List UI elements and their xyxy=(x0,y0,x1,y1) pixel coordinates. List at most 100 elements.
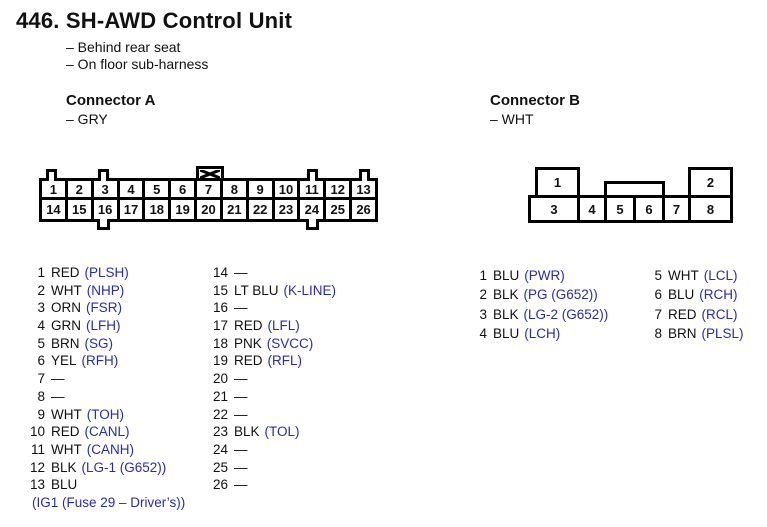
pin-signal-code: (SG) xyxy=(84,335,114,351)
note-line: – On floor sub-harness xyxy=(66,56,209,72)
pin-number: 13 xyxy=(29,477,45,493)
pin-number: 1 xyxy=(37,265,45,280)
x-key-icon xyxy=(200,169,220,178)
pin-cell: 15 xyxy=(68,200,94,219)
pin-number: 21 xyxy=(212,388,228,404)
pin-number: 23 xyxy=(212,424,228,440)
pin-cell: 22 xyxy=(249,200,275,219)
connector-a-color-note: – GRY xyxy=(66,111,108,127)
pin-cell: 1 xyxy=(535,167,580,198)
polarity-key-icon xyxy=(196,166,224,181)
pin-cell: 9 xyxy=(248,181,275,200)
pin-wire-color: LT BLU xyxy=(234,282,279,298)
page-title: 446. SH-AWD Control Unit xyxy=(16,8,293,33)
pin-signal-code: (RCH) xyxy=(699,287,738,303)
pin-cell: 8 xyxy=(222,181,249,200)
pin-row: 14 — xyxy=(207,264,336,282)
pin-wire-color: — xyxy=(51,371,65,387)
mount-tab xyxy=(359,169,370,181)
pin-row: 20— xyxy=(207,370,336,388)
pin-wire-color: YEL xyxy=(51,353,77,369)
pin-row: 16— xyxy=(207,299,336,317)
pin-cell: 4 xyxy=(119,181,146,200)
pin-wire-color: BLK xyxy=(234,424,260,440)
pin-row: 21— xyxy=(207,388,336,406)
connector-b-color-note: – WHT xyxy=(490,111,534,127)
pin-wire-color: — xyxy=(234,265,248,280)
mount-tab-bottom xyxy=(306,219,319,230)
pin-wire-color: RED xyxy=(51,424,80,440)
pin-number: 16 xyxy=(212,300,228,316)
pin-cell: 4 xyxy=(577,195,607,223)
pin-cell: 8 xyxy=(688,195,733,223)
pin-cell: 19 xyxy=(171,200,198,219)
pin-cell: 24 xyxy=(300,200,327,219)
pin-wire-color: WHT xyxy=(51,406,82,422)
pin-signal-code: (RCL) xyxy=(701,306,738,322)
pin-wire-color: PNK xyxy=(234,335,262,351)
pin-number: 3 xyxy=(479,306,487,322)
pin-number: 2 xyxy=(479,287,487,303)
pin-row: 9 WHT(TOH) xyxy=(24,406,185,424)
pin-signal-code: (LG-1 (G652)) xyxy=(81,459,167,475)
pin-cell: 20 xyxy=(197,200,223,219)
pin-signal-code: (TOH) xyxy=(86,406,124,422)
pin-signal-code: (LFL) xyxy=(267,318,300,334)
pin-cell: 2 xyxy=(688,167,733,198)
pin-wire-color: — xyxy=(234,441,248,457)
pin-number: 3 xyxy=(37,300,45,316)
pin-wire-color: BLK xyxy=(493,287,519,303)
pin-number: 5 xyxy=(654,268,662,283)
pin-signal-code: (CANH) xyxy=(86,441,134,457)
pin-wire-color: GRN xyxy=(51,318,81,334)
mount-tab xyxy=(46,169,57,181)
pin-signal-code: (SVCC) xyxy=(266,335,314,351)
pin-row: (IG1 (Fuse 29 – Driver’s)) xyxy=(24,494,185,512)
pin-number: 15 xyxy=(212,282,228,298)
pin-signal-code: (IG1 (Fuse 29 – Driver’s)) xyxy=(32,494,186,510)
pin-cell: 13 xyxy=(352,181,375,200)
pin-signal-code: (LG-2 (G652)) xyxy=(523,306,609,322)
pin-cell: 7 xyxy=(662,195,691,223)
pin-cell: 3 xyxy=(528,195,580,223)
pin-wire-color: RED xyxy=(234,318,263,334)
pin-wire-color: BRN xyxy=(668,325,697,341)
pin-signal-code: (RFH) xyxy=(81,353,119,369)
pin-cell: 25 xyxy=(326,200,353,219)
pin-cell: 7 xyxy=(197,181,223,200)
pin-number: 24 xyxy=(212,441,228,457)
pin-number: 14 xyxy=(212,265,228,280)
pin-row: 22— xyxy=(207,406,336,424)
pin-wire-color: — xyxy=(51,388,65,404)
pin-row: 13 BLU xyxy=(24,476,185,494)
pin-signal-code: (LFH) xyxy=(86,318,121,334)
pin-number: 11 xyxy=(30,441,45,457)
pin-number: 4 xyxy=(37,318,45,334)
location-notes: – Behind rear seat– On floor sub-harness xyxy=(66,39,208,73)
pin-row: 25— xyxy=(207,459,336,477)
pin-number: 10 xyxy=(29,424,45,440)
pin-cell: 5 xyxy=(145,181,172,200)
pin-cell: 6 xyxy=(633,195,665,223)
pin-signal-code: (LCL) xyxy=(703,268,738,283)
pin-signal-code: (LCH) xyxy=(524,325,561,341)
pin-wire-color: BLU xyxy=(51,477,78,493)
pin-number: 9 xyxy=(37,406,45,422)
pin-number: 8 xyxy=(654,325,662,341)
pin-row: 4 GRN (LFH) xyxy=(24,317,185,335)
